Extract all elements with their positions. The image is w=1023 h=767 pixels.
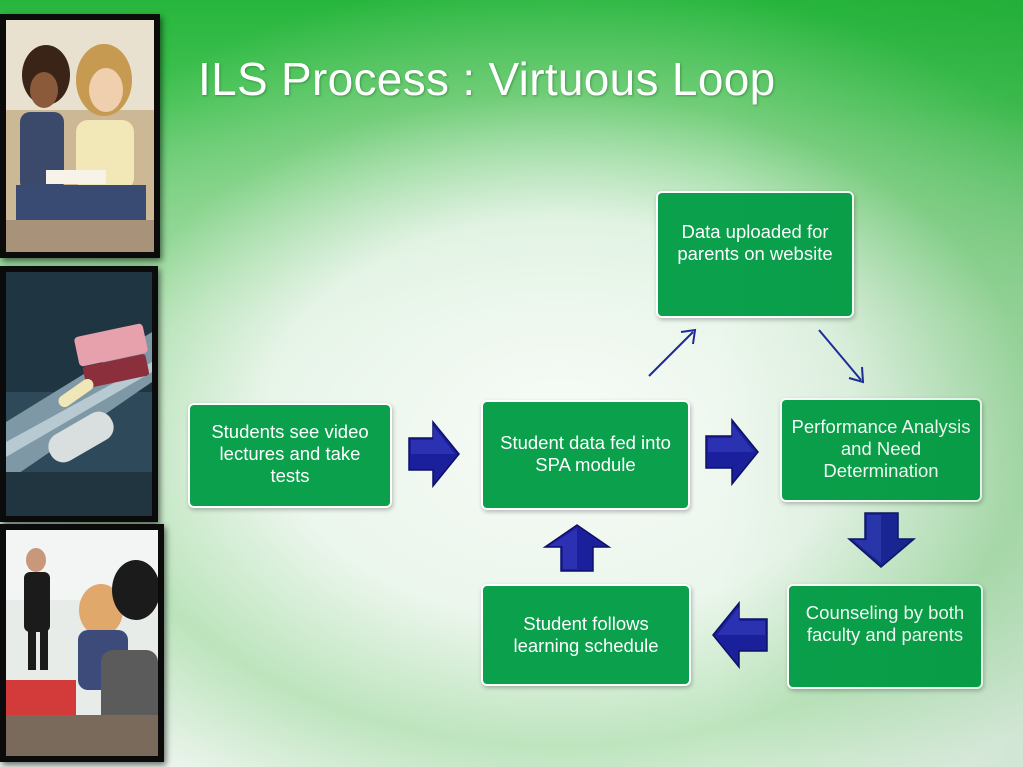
- node-student-follows-schedule: Student follows learning schedule: [481, 584, 691, 686]
- node-student-data-fed-label: Student data fed into SPA module: [500, 432, 671, 475]
- down-arrow-icon: [847, 512, 917, 568]
- students-studying-photo: [0, 14, 160, 258]
- node-student-data-fed: Student data fed into SPA module: [481, 400, 690, 510]
- node-counseling: Counseling by both faculty and parents: [787, 584, 983, 689]
- node-students-see-lectures: Students see video lectures and take tes…: [188, 403, 392, 508]
- right-arrow-icon: [705, 417, 759, 487]
- up-arrow-icon: [542, 524, 612, 572]
- node-performance-analysis: Performance Analysis and Need Determinat…: [780, 398, 982, 502]
- node-student-follows-schedule-label: Student follows learning schedule: [513, 613, 659, 656]
- node-data-uploaded-label: Data uploaded for parents on website: [677, 221, 833, 264]
- diagonal-down-arrow-icon: [815, 326, 867, 386]
- diagonal-up-arrow-icon: [645, 325, 700, 380]
- chalk-and-eraser-photo: [0, 266, 158, 522]
- slide-title: ILS Process : Virtuous Loop: [198, 53, 776, 105]
- node-counseling-label: Counseling by both faculty and parents: [805, 602, 965, 645]
- classroom-photo: [0, 524, 164, 762]
- node-data-uploaded: Data uploaded for parents on website: [656, 191, 854, 318]
- left-arrow-icon: [712, 600, 768, 670]
- node-performance-analysis-label: Performance Analysis and Need Determinat…: [791, 416, 971, 481]
- node-students-see-lectures-label: Students see video lectures and take tes…: [211, 421, 369, 486]
- right-arrow-icon: [408, 419, 460, 489]
